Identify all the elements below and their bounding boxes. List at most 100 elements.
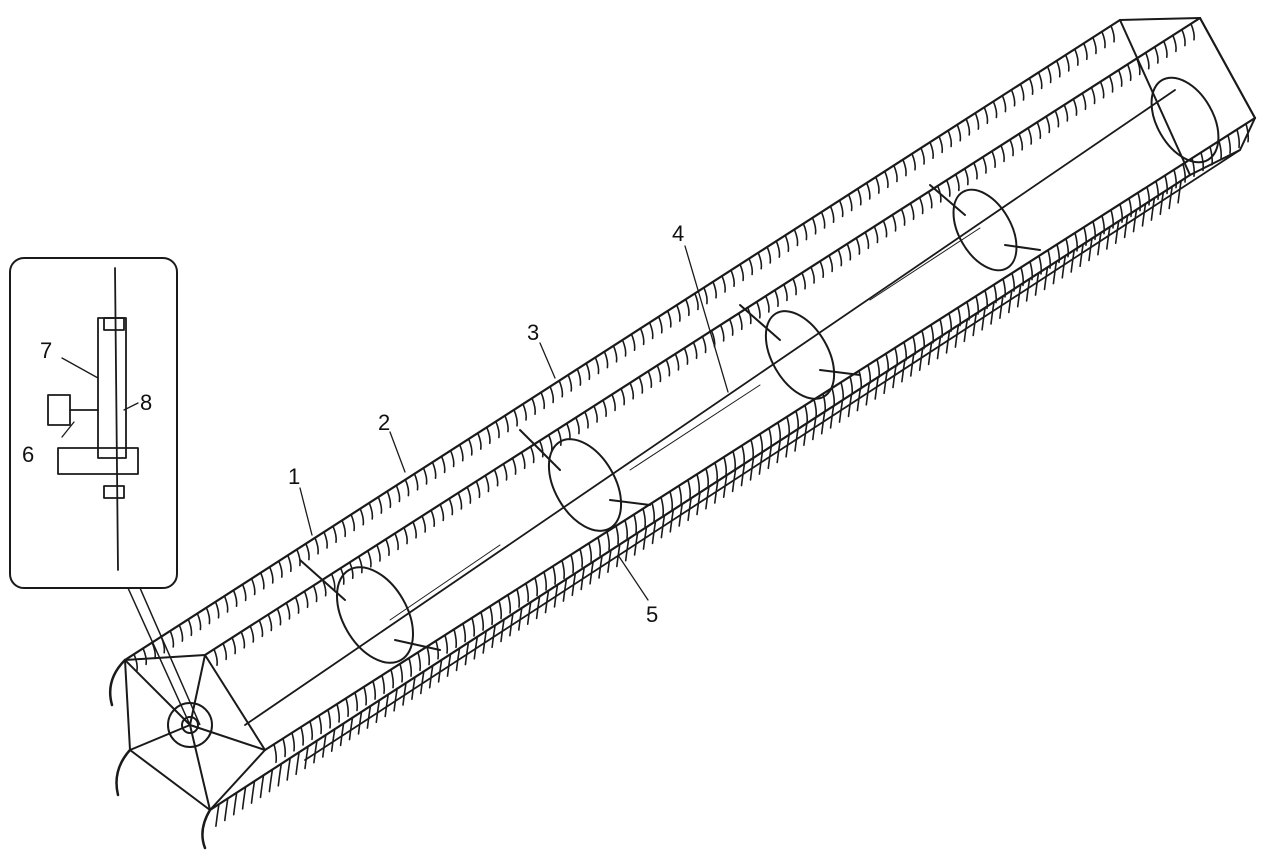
tine (467, 438, 473, 456)
tine (339, 567, 345, 585)
tine (566, 422, 571, 441)
tine (561, 559, 566, 580)
tine (142, 647, 148, 666)
tine (657, 315, 663, 334)
tine (250, 577, 256, 596)
tine (642, 507, 647, 528)
tine (1008, 289, 1013, 314)
tine (241, 583, 247, 602)
tine (395, 484, 401, 503)
tine (1159, 191, 1165, 216)
tine (741, 444, 746, 465)
tine (921, 329, 926, 350)
tine (259, 571, 265, 590)
tine (701, 335, 707, 354)
callout-5: 5 (646, 602, 658, 627)
tine (575, 416, 580, 435)
tine (647, 370, 653, 388)
hub-detail-inset (9, 257, 201, 726)
tine (205, 606, 211, 625)
tine (525, 582, 530, 603)
tine (1074, 232, 1079, 252)
central-tube (244, 89, 1241, 761)
tine (285, 602, 291, 620)
tine (421, 515, 427, 533)
tine (1070, 249, 1075, 273)
tine (232, 791, 238, 816)
tine (803, 422, 808, 446)
tine (696, 473, 701, 493)
tine (363, 686, 368, 706)
tine (549, 385, 555, 404)
tine (520, 451, 526, 470)
tine (884, 170, 889, 189)
tine (439, 503, 445, 522)
tine (341, 519, 347, 538)
tine (372, 680, 377, 700)
tine (1043, 266, 1049, 291)
spider-discs (299, 76, 1220, 664)
tine (1036, 121, 1042, 139)
tine (912, 335, 917, 356)
tine (1190, 23, 1195, 41)
tine (1074, 48, 1079, 66)
tine (386, 490, 392, 509)
tine (765, 295, 770, 313)
tine (187, 618, 193, 637)
tine (309, 720, 314, 741)
tine (538, 439, 544, 458)
tine (766, 246, 772, 264)
tine (674, 353, 680, 371)
tine (435, 640, 440, 660)
tine (873, 225, 879, 244)
tine (786, 416, 791, 436)
tine (1132, 208, 1138, 233)
tine (295, 751, 300, 776)
tine (910, 353, 915, 377)
tine (196, 612, 202, 631)
tine (1154, 46, 1159, 64)
tine (502, 463, 508, 481)
tine (277, 763, 283, 787)
tine (268, 768, 274, 793)
tine (296, 548, 301, 567)
tine (350, 513, 356, 532)
tine (305, 542, 310, 561)
tine (1150, 197, 1156, 221)
tine (323, 531, 328, 549)
tine (278, 560, 283, 578)
tine (215, 803, 220, 827)
tine (973, 162, 978, 180)
tine (955, 173, 960, 192)
inset-frame (9, 257, 178, 589)
tine (213, 648, 218, 666)
tine (882, 219, 888, 238)
tine (222, 642, 228, 661)
end-spider (108, 654, 266, 850)
tine (534, 576, 539, 597)
tine (412, 521, 417, 539)
tine (453, 628, 458, 649)
tine (531, 397, 536, 415)
tine (558, 379, 564, 398)
tine (1146, 186, 1151, 206)
tine (1019, 83, 1025, 101)
tine (775, 240, 781, 258)
tine (666, 310, 672, 328)
tine (991, 150, 996, 168)
tine (981, 307, 986, 331)
tine (1034, 272, 1040, 296)
tine (777, 421, 782, 442)
tine (909, 202, 915, 221)
tine (867, 364, 872, 384)
tine (1172, 34, 1177, 53)
inset-leader (127, 587, 191, 726)
tine (665, 358, 671, 377)
tine (312, 584, 318, 603)
tine (223, 595, 229, 613)
tine (856, 187, 862, 206)
tine (820, 211, 826, 229)
tine (385, 538, 390, 556)
tine (901, 358, 906, 383)
tine (1088, 237, 1093, 262)
